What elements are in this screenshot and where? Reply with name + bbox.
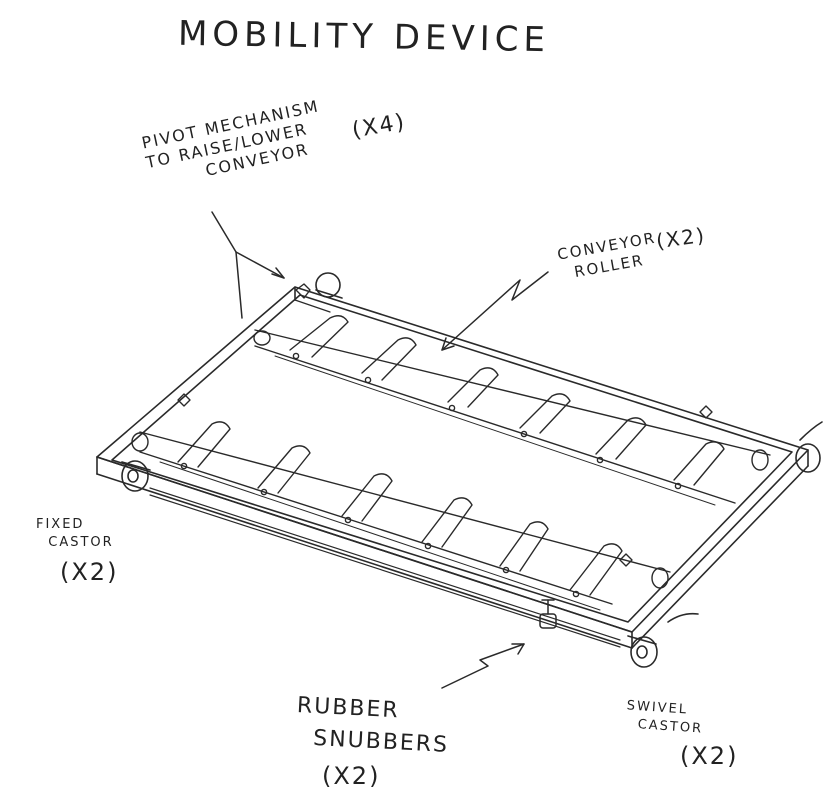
frame-front-bottom: [96, 473, 633, 649]
rear-axle-2: [364, 376, 372, 384]
chassis-rail-lower: [149, 494, 621, 648]
swivel-castor-front-wheel: [630, 636, 658, 668]
snubber-leader: [441, 643, 525, 689]
frame-inner-outline: [111, 294, 793, 623]
frame-rear-right-edge: [294, 299, 331, 313]
rear-roller-2: [361, 337, 417, 381]
frame-front-top: [96, 456, 633, 633]
rear-roller-1: [289, 315, 349, 358]
rear-roller-5: [595, 417, 647, 460]
swivel-castor-front-mount: [627, 635, 657, 645]
rear-axle-4: [520, 430, 528, 438]
rear-roller-6: [673, 441, 725, 486]
fixed-castor-front-mount: [121, 461, 151, 471]
rear-roller-end-left: [253, 330, 271, 346]
swivel-castor-count: (X2): [680, 742, 739, 770]
fixed-castor-label: FIXED CASTOR: [36, 516, 114, 552]
front-roller-6: [569, 543, 623, 596]
rear-roller-4: [519, 393, 571, 434]
rear-axle-1: [292, 352, 300, 360]
rear-rollers: [289, 315, 725, 490]
swivel-castor-front-bracket: [667, 612, 699, 623]
fixed-label-line-1: FIXED: [36, 517, 85, 532]
frame-right-bottom: [631, 465, 809, 649]
front-rail-front-2: [159, 461, 601, 611]
rear-roller-end-right: [751, 449, 769, 471]
rear-roller-3: [447, 367, 499, 408]
swivel-castor-rear-wheel: [795, 443, 821, 473]
pivot-arrowhead: [271, 267, 285, 279]
fixed-castor-rear-wheel: [315, 272, 341, 298]
pivot-rear-right: [699, 405, 713, 419]
swivel-castor-rear-bracket: [799, 421, 823, 441]
front-axle-3: [344, 516, 352, 524]
front-axle-2: [260, 488, 268, 496]
rear-axle-5: [596, 456, 604, 464]
front-axle-6: [572, 590, 580, 598]
pivot-leader-branch: [235, 251, 285, 279]
castors: [121, 272, 823, 668]
fixed-castor-rear: [315, 272, 343, 299]
fixed-castor-front-wheel: [121, 460, 149, 492]
front-roller-2: [257, 445, 311, 494]
front-rail-back: [139, 431, 671, 573]
snubber-arrowhead: [511, 643, 525, 655]
pivot-front-right: [619, 553, 633, 567]
swivel-castor-rear: [795, 421, 823, 473]
fixed-label-line-2: CASTOR: [48, 535, 114, 551]
conveyor-arrowhead: [441, 337, 455, 351]
fixed-castor-front-hub: [127, 469, 139, 483]
front-roller-5: [499, 521, 549, 572]
front-conveyor: [131, 431, 671, 611]
front-axle-1: [180, 462, 188, 470]
rear-rail-front-2: [274, 355, 716, 506]
rear-axle-6: [674, 482, 682, 490]
swivel-castor-front-hub: [636, 645, 648, 659]
front-roller-4: [421, 497, 473, 548]
pivot-leader-main: [211, 211, 243, 319]
rear-rail-front: [254, 345, 736, 504]
pivot-mechanisms: [177, 283, 713, 567]
frame: [96, 286, 809, 649]
leader-lines: [211, 211, 549, 689]
fixed-castor-count: (X2): [60, 558, 119, 586]
rear-conveyor: [253, 329, 771, 506]
front-rail-front: [139, 451, 613, 605]
front-axle-4: [424, 542, 432, 550]
swivel-castor-front: [627, 612, 699, 668]
pivot-rear-left: [295, 283, 311, 299]
rear-rail-back: [254, 329, 771, 456]
front-roller-end-right: [651, 567, 669, 589]
rubber-snubbers-count: (X2): [322, 762, 381, 790]
rear-axle-3: [448, 404, 456, 412]
fixed-castor-front: [121, 460, 151, 492]
conveyor-leader: [441, 271, 549, 351]
chassis-rail: [149, 487, 621, 641]
rubber-snubbers: [539, 599, 557, 629]
front-roller-3: [341, 473, 393, 522]
front-rollers: [177, 421, 623, 598]
front-roller-1: [177, 421, 231, 468]
front-axle-5: [502, 566, 510, 574]
front-roller-end-left: [131, 432, 149, 452]
pivot-front-left: [177, 393, 191, 407]
fixed-castor-rear-mount: [315, 289, 343, 299]
